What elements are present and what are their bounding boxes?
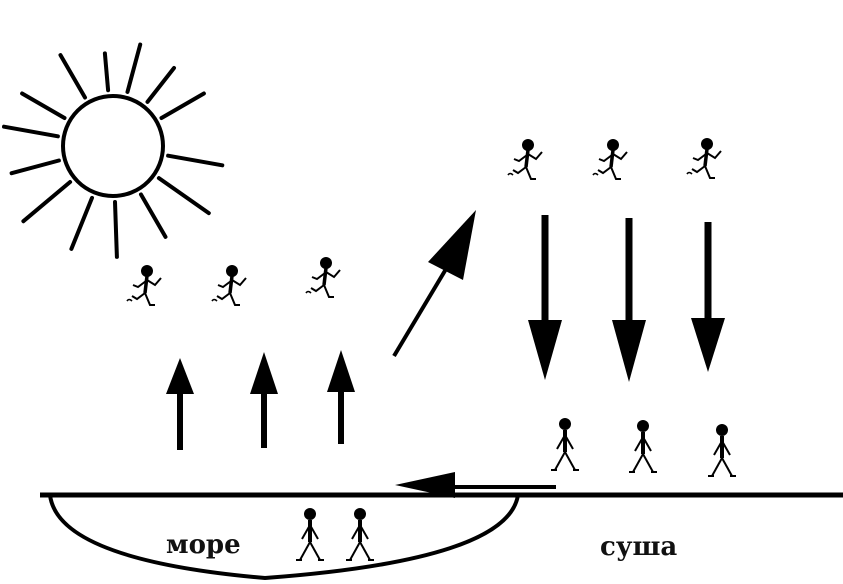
arrow-icon <box>392 210 476 358</box>
arrow-icon <box>327 350 355 444</box>
standing-figure-icon <box>706 422 738 478</box>
sun-ray <box>9 158 61 176</box>
sun-ray <box>145 66 176 104</box>
arrow-icon <box>250 352 278 448</box>
running-figures-lower <box>125 255 342 307</box>
running-figure-icon <box>685 136 723 180</box>
running-figure-icon <box>210 263 248 307</box>
arrow-icon <box>166 358 194 450</box>
standing-figures-land <box>549 416 738 478</box>
standing-figure-icon <box>344 506 376 562</box>
sun-ray <box>102 51 111 93</box>
running-figure-icon <box>125 263 163 307</box>
arrow-icon <box>395 472 556 498</box>
sun-ray <box>113 200 119 259</box>
sun-ray <box>20 91 67 120</box>
sun-ray <box>58 53 87 100</box>
sun-ray <box>125 42 143 94</box>
standing-figure-icon <box>294 506 326 562</box>
land-label: суша <box>600 532 678 562</box>
standing-figures-sea <box>294 506 376 562</box>
standing-figure-icon <box>549 416 581 472</box>
running-figure-icon <box>591 137 629 181</box>
sea-label: море <box>166 530 241 560</box>
arrow-icon <box>612 218 646 382</box>
sun-ray <box>166 153 225 168</box>
sun-ray <box>2 124 60 139</box>
running-figure-icon <box>506 137 544 181</box>
running-figure-icon <box>304 255 342 299</box>
sun-ray <box>159 91 206 120</box>
running-figures-upper <box>506 136 723 181</box>
sun-ray <box>156 176 211 216</box>
sun-ray <box>139 192 168 239</box>
updraft-arrows <box>166 350 355 450</box>
sun-icon <box>2 42 225 259</box>
sea-basin <box>48 494 520 581</box>
sun-ray <box>21 180 73 224</box>
arrow-icon <box>528 215 562 380</box>
standing-figure-icon <box>627 418 659 474</box>
sun-ray <box>69 195 94 251</box>
downdraft-arrows <box>528 215 725 382</box>
arrow-icon <box>691 222 725 372</box>
